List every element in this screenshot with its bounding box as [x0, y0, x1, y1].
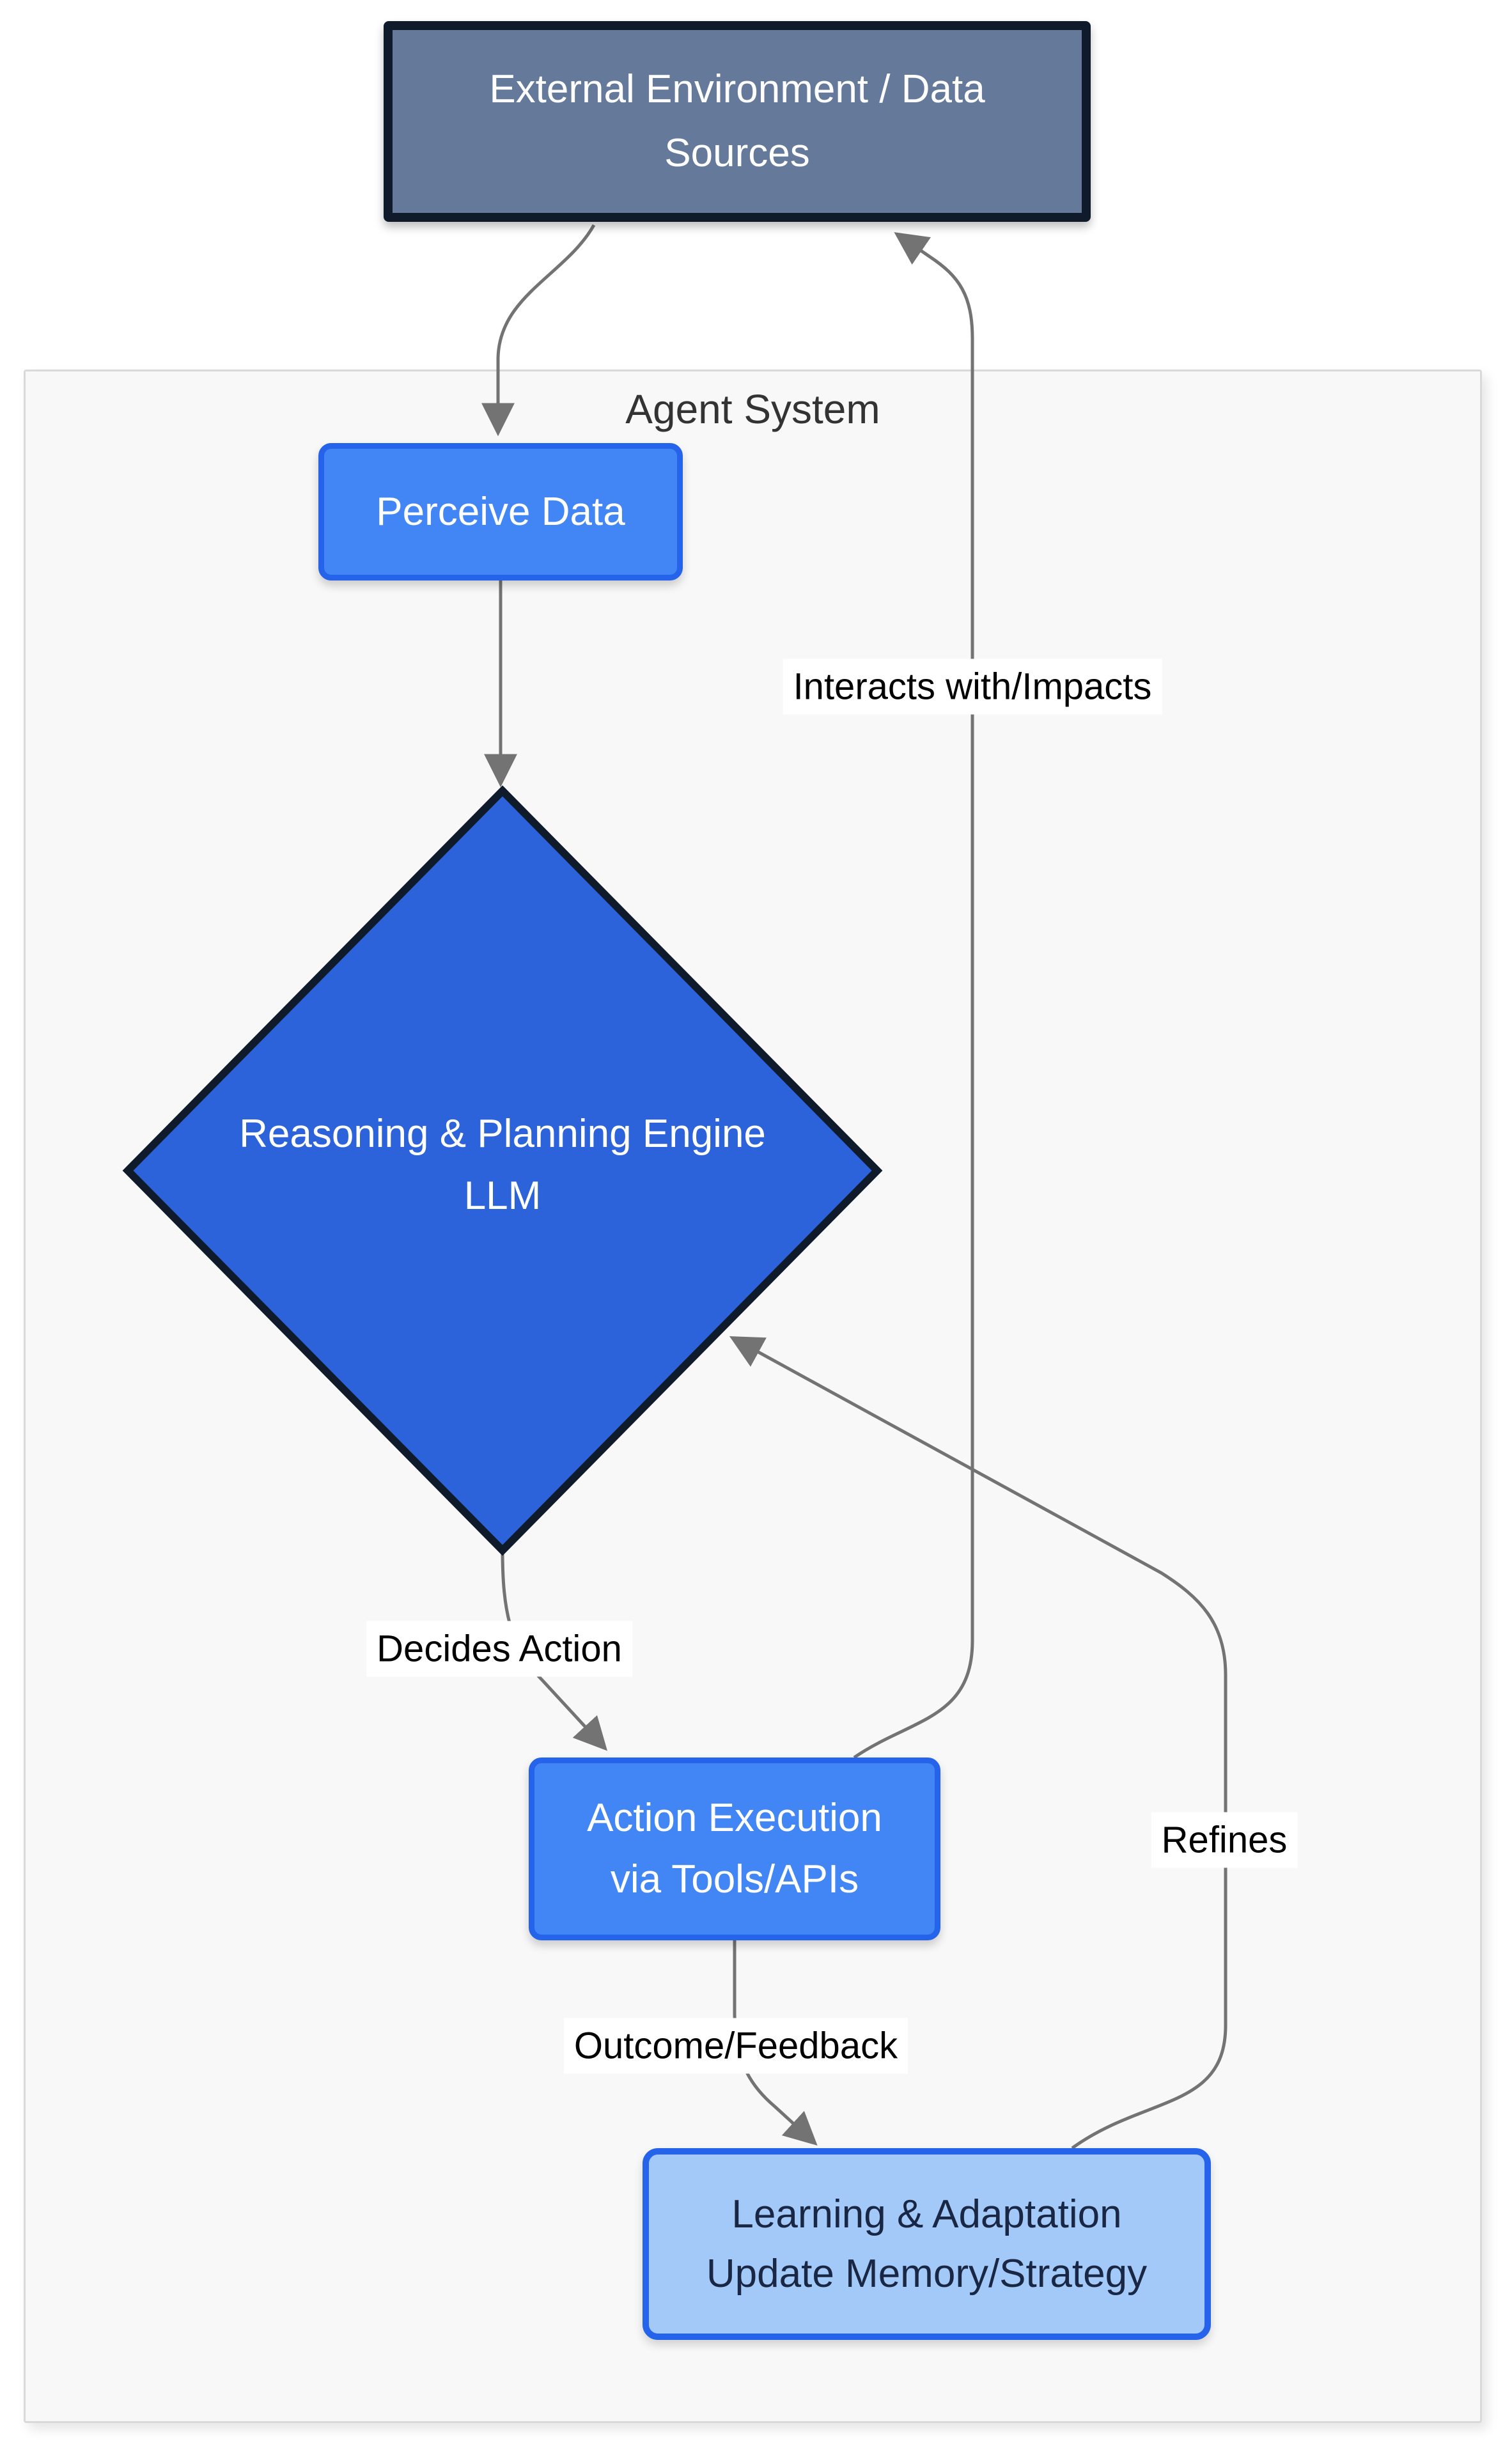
perceive-data-label: Perceive Data	[376, 489, 625, 534]
edge-label-decides-action: Decides Action	[366, 1621, 632, 1677]
edge-label-refines: Refines	[1151, 1812, 1298, 1868]
learning-adaptation-node: Learning & Adaptation Update Memory/Stra…	[643, 2148, 1211, 2340]
edge-learning-to-engine	[729, 1336, 1228, 2150]
action-execution-line1: Action Execution	[587, 1796, 882, 1840]
engine-line1: Reasoning & Planning Engine	[239, 1112, 766, 1156]
engine-diamond-label: Reasoning & Planning Engine LLM	[239, 1103, 766, 1227]
action-execution-line2: via Tools/APIs	[610, 1857, 859, 1901]
agent-system-label: Agent System	[625, 386, 880, 432]
external-environment-node: External Environment / Data Sources	[384, 21, 1091, 222]
edge-label-outcome-feedback: Outcome/Feedback	[563, 2018, 908, 2074]
engine-line2: LLM	[464, 1174, 542, 1218]
edge-external-to-perceive	[481, 224, 596, 437]
edge-action-to-external	[853, 232, 974, 1759]
external-environment-line2: Sources	[664, 131, 810, 175]
perceive-data-node: Perceive Data	[318, 443, 683, 581]
edge-label-interacts: Interacts with/Impacts	[783, 659, 1162, 715]
action-execution-node: Action Execution via Tools/APIs	[529, 1757, 940, 1940]
external-environment-line1: External Environment / Data	[489, 67, 985, 111]
engine-diamond-shape	[122, 785, 883, 1556]
learning-adaptation-line2: Update Memory/Strategy	[706, 2252, 1148, 2296]
learning-adaptation-line1: Learning & Adaptation	[731, 2192, 1122, 2236]
